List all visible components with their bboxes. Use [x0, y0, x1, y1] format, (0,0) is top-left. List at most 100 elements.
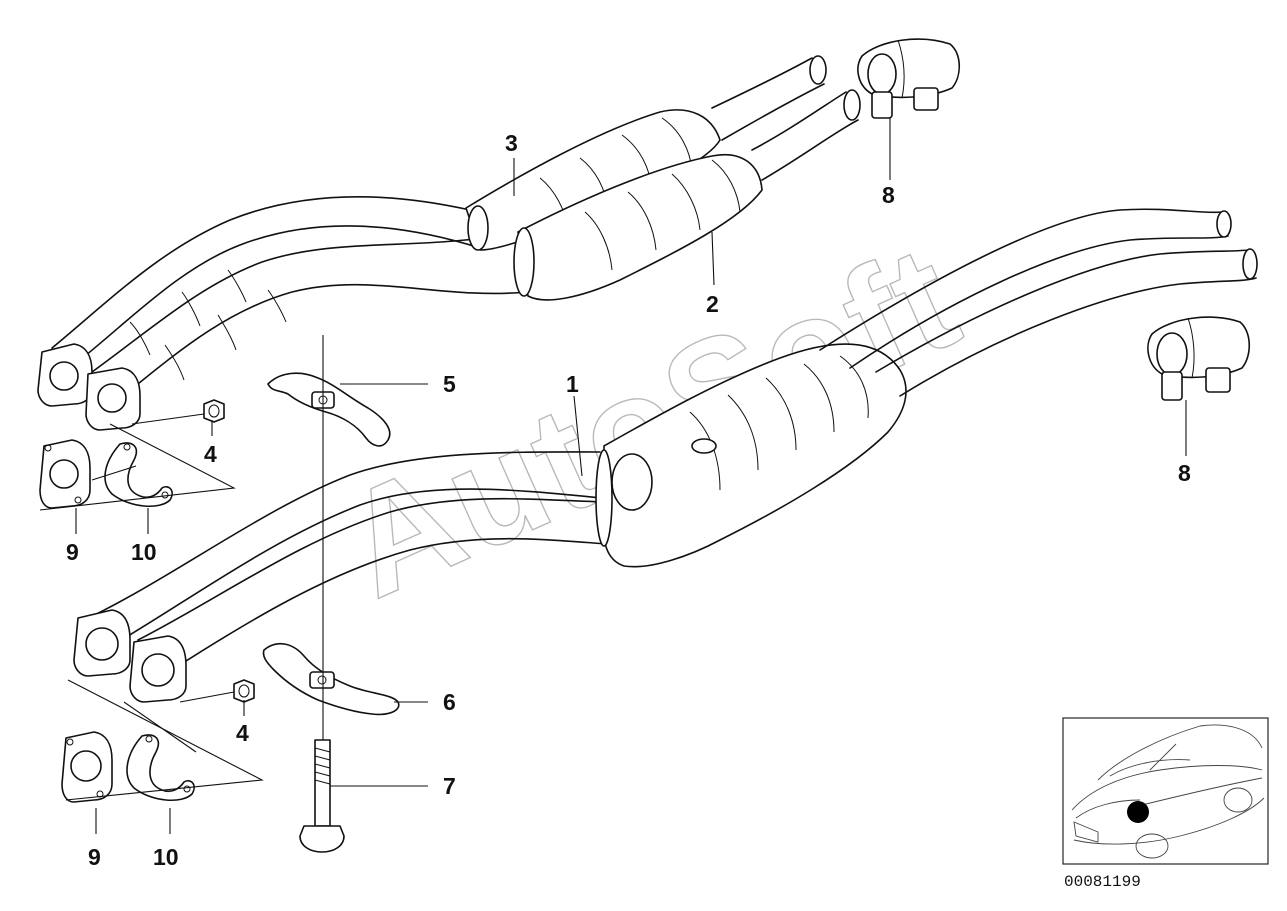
catalyst-1-outlet-pipe-rear-top — [819, 208, 1223, 351]
hex-nut-icon — [233, 679, 255, 703]
bracket-5-body — [267, 372, 391, 447]
catalyst-1-outlet-pipe-front-top — [875, 249, 1249, 373]
catalyst-2-rib-3 — [671, 173, 701, 231]
car-grille — [1073, 821, 1099, 843]
upper-pipe-rib-5 — [217, 314, 237, 351]
explode-guide-lower-a — [65, 679, 264, 801]
upper-pipe-rear-outline-top — [51, 195, 471, 349]
catalyst-2-inlet-collar — [513, 227, 535, 297]
catalyst-1-rib-4 — [803, 363, 835, 433]
clip-10-upper — [104, 442, 173, 508]
gasket-9-upper-bolt-a — [44, 444, 52, 452]
car-windshield — [1109, 743, 1191, 777]
lower-flange-front-hole — [141, 653, 175, 687]
catalyst-2-rib-1 — [584, 211, 613, 271]
catalyst-1-outlet-pipe-front-bottom — [899, 277, 1257, 397]
clamp-8-upper-lug-b — [913, 87, 939, 111]
hex-nut-icon — [203, 399, 225, 423]
location-marker-icon — [1127, 801, 1149, 823]
callout-2: 2 — [706, 291, 719, 317]
callout-1: 1 — [566, 371, 579, 397]
gasket-9-upper-bolt-b — [74, 496, 82, 504]
upper-pipe-rib-2 — [181, 291, 201, 327]
lower-flange-rear — [73, 609, 131, 677]
car-rear-wheel — [1223, 787, 1253, 813]
car-hood — [1075, 799, 1141, 819]
catalyst-3-outlet-end — [809, 55, 827, 85]
clip-10-upper-hole-a — [123, 443, 131, 451]
clamp-8-upper-lug-a — [871, 91, 893, 119]
catalyst-1-rib-2 — [727, 394, 759, 471]
upper-pipe-rear-outline-bottom — [79, 225, 481, 361]
hex-nut-bore — [208, 404, 220, 418]
lower-flange-front — [129, 635, 187, 703]
gasket-9-upper-hole — [49, 459, 79, 489]
catalyst-2-rib-2 — [627, 191, 657, 251]
clip-10-lower-hole-b — [183, 785, 191, 793]
explode-guide-upper-b — [91, 465, 137, 481]
bracket-6-tab — [309, 671, 335, 689]
catalyst-1-sensor-boss — [691, 438, 717, 454]
catalyst-3-outlet-pipe-top — [711, 57, 813, 109]
gasket-9-lower-hole — [70, 750, 102, 782]
clip-10-lower-hole-a — [145, 735, 153, 743]
catalyst-2-body — [517, 153, 763, 301]
explode-guide-lower-b — [123, 701, 197, 753]
callout-8-lower: 8 — [1178, 460, 1191, 486]
callout-6: 6 — [443, 689, 456, 715]
nut-lower — [233, 679, 255, 703]
upper-flange-rear-hole — [49, 361, 79, 391]
clip-10-upper-hole-b — [161, 491, 169, 499]
bracket-6-hole — [317, 675, 327, 685]
lower-pipe-rear-outline-bottom — [107, 488, 603, 649]
upper-flange-front — [85, 367, 141, 431]
catalyst-1-outlet-end-rear — [1216, 210, 1232, 238]
leader-1 — [573, 395, 583, 477]
car-front-wheel — [1135, 833, 1169, 859]
upper-pipe-rib-4 — [164, 344, 185, 381]
vehicle-locator-inset — [1062, 717, 1269, 865]
car-body-top — [1071, 765, 1263, 811]
reference-number: 00081199 — [1064, 873, 1141, 891]
catalyst-1-rib-3 — [765, 377, 797, 451]
gasket-lower — [61, 731, 113, 803]
clip-upper — [104, 442, 173, 508]
callout-10-lower: 10 — [153, 844, 179, 870]
callout-9-lower: 9 — [88, 844, 101, 870]
gasket-9-lower — [61, 731, 113, 803]
front-pipe-assembly-lower — [73, 208, 1258, 703]
bolt-7-thread — [314, 747, 331, 785]
lower-pipe-rear-outline-top — [79, 451, 601, 623]
bolt-7-head — [299, 825, 345, 853]
upper-pipe-rib-3 — [227, 269, 247, 303]
nut-upper — [203, 399, 225, 423]
callout-10-upper: 10 — [131, 539, 157, 565]
hex-nut-bore — [238, 684, 250, 698]
gasket-9-lower-bolt-a — [66, 738, 74, 746]
leader-2 — [711, 231, 715, 286]
lower-pipe-front-outline-top — [137, 497, 605, 641]
clamp-8-lower-body — [1147, 316, 1251, 379]
clamp-8-lower-lug-a — [1161, 371, 1183, 401]
callout-8-upper: 8 — [882, 182, 895, 208]
callout-4-lower: 4 — [236, 720, 249, 746]
upper-pipe-front-outline-top — [91, 231, 521, 373]
front-pipe-assembly-upper — [37, 55, 861, 431]
catalyst-3-outlet-pipe-bottom — [721, 83, 825, 141]
catalyst-2-rib-4 — [711, 159, 741, 213]
gasket-upper — [39, 439, 91, 509]
catalyst-1-inlet-collar — [595, 449, 613, 547]
catalyst-3-inlet-collar — [467, 205, 489, 251]
catalyst-1-outlet-pipe-rear-bottom — [849, 235, 1229, 369]
gasket-9-upper — [39, 439, 91, 509]
callout-5: 5 — [443, 371, 456, 397]
catalyst-1-body — [602, 343, 907, 568]
clamp-8-upper-band — [897, 39, 905, 99]
callout-7: 7 — [443, 773, 456, 799]
car-roof — [1097, 724, 1263, 781]
catalyst-2-outlet-end — [843, 89, 861, 121]
leader-lines — [39, 118, 1187, 834]
upper-flange-rear — [37, 343, 93, 407]
clamp-upper — [857, 38, 961, 119]
